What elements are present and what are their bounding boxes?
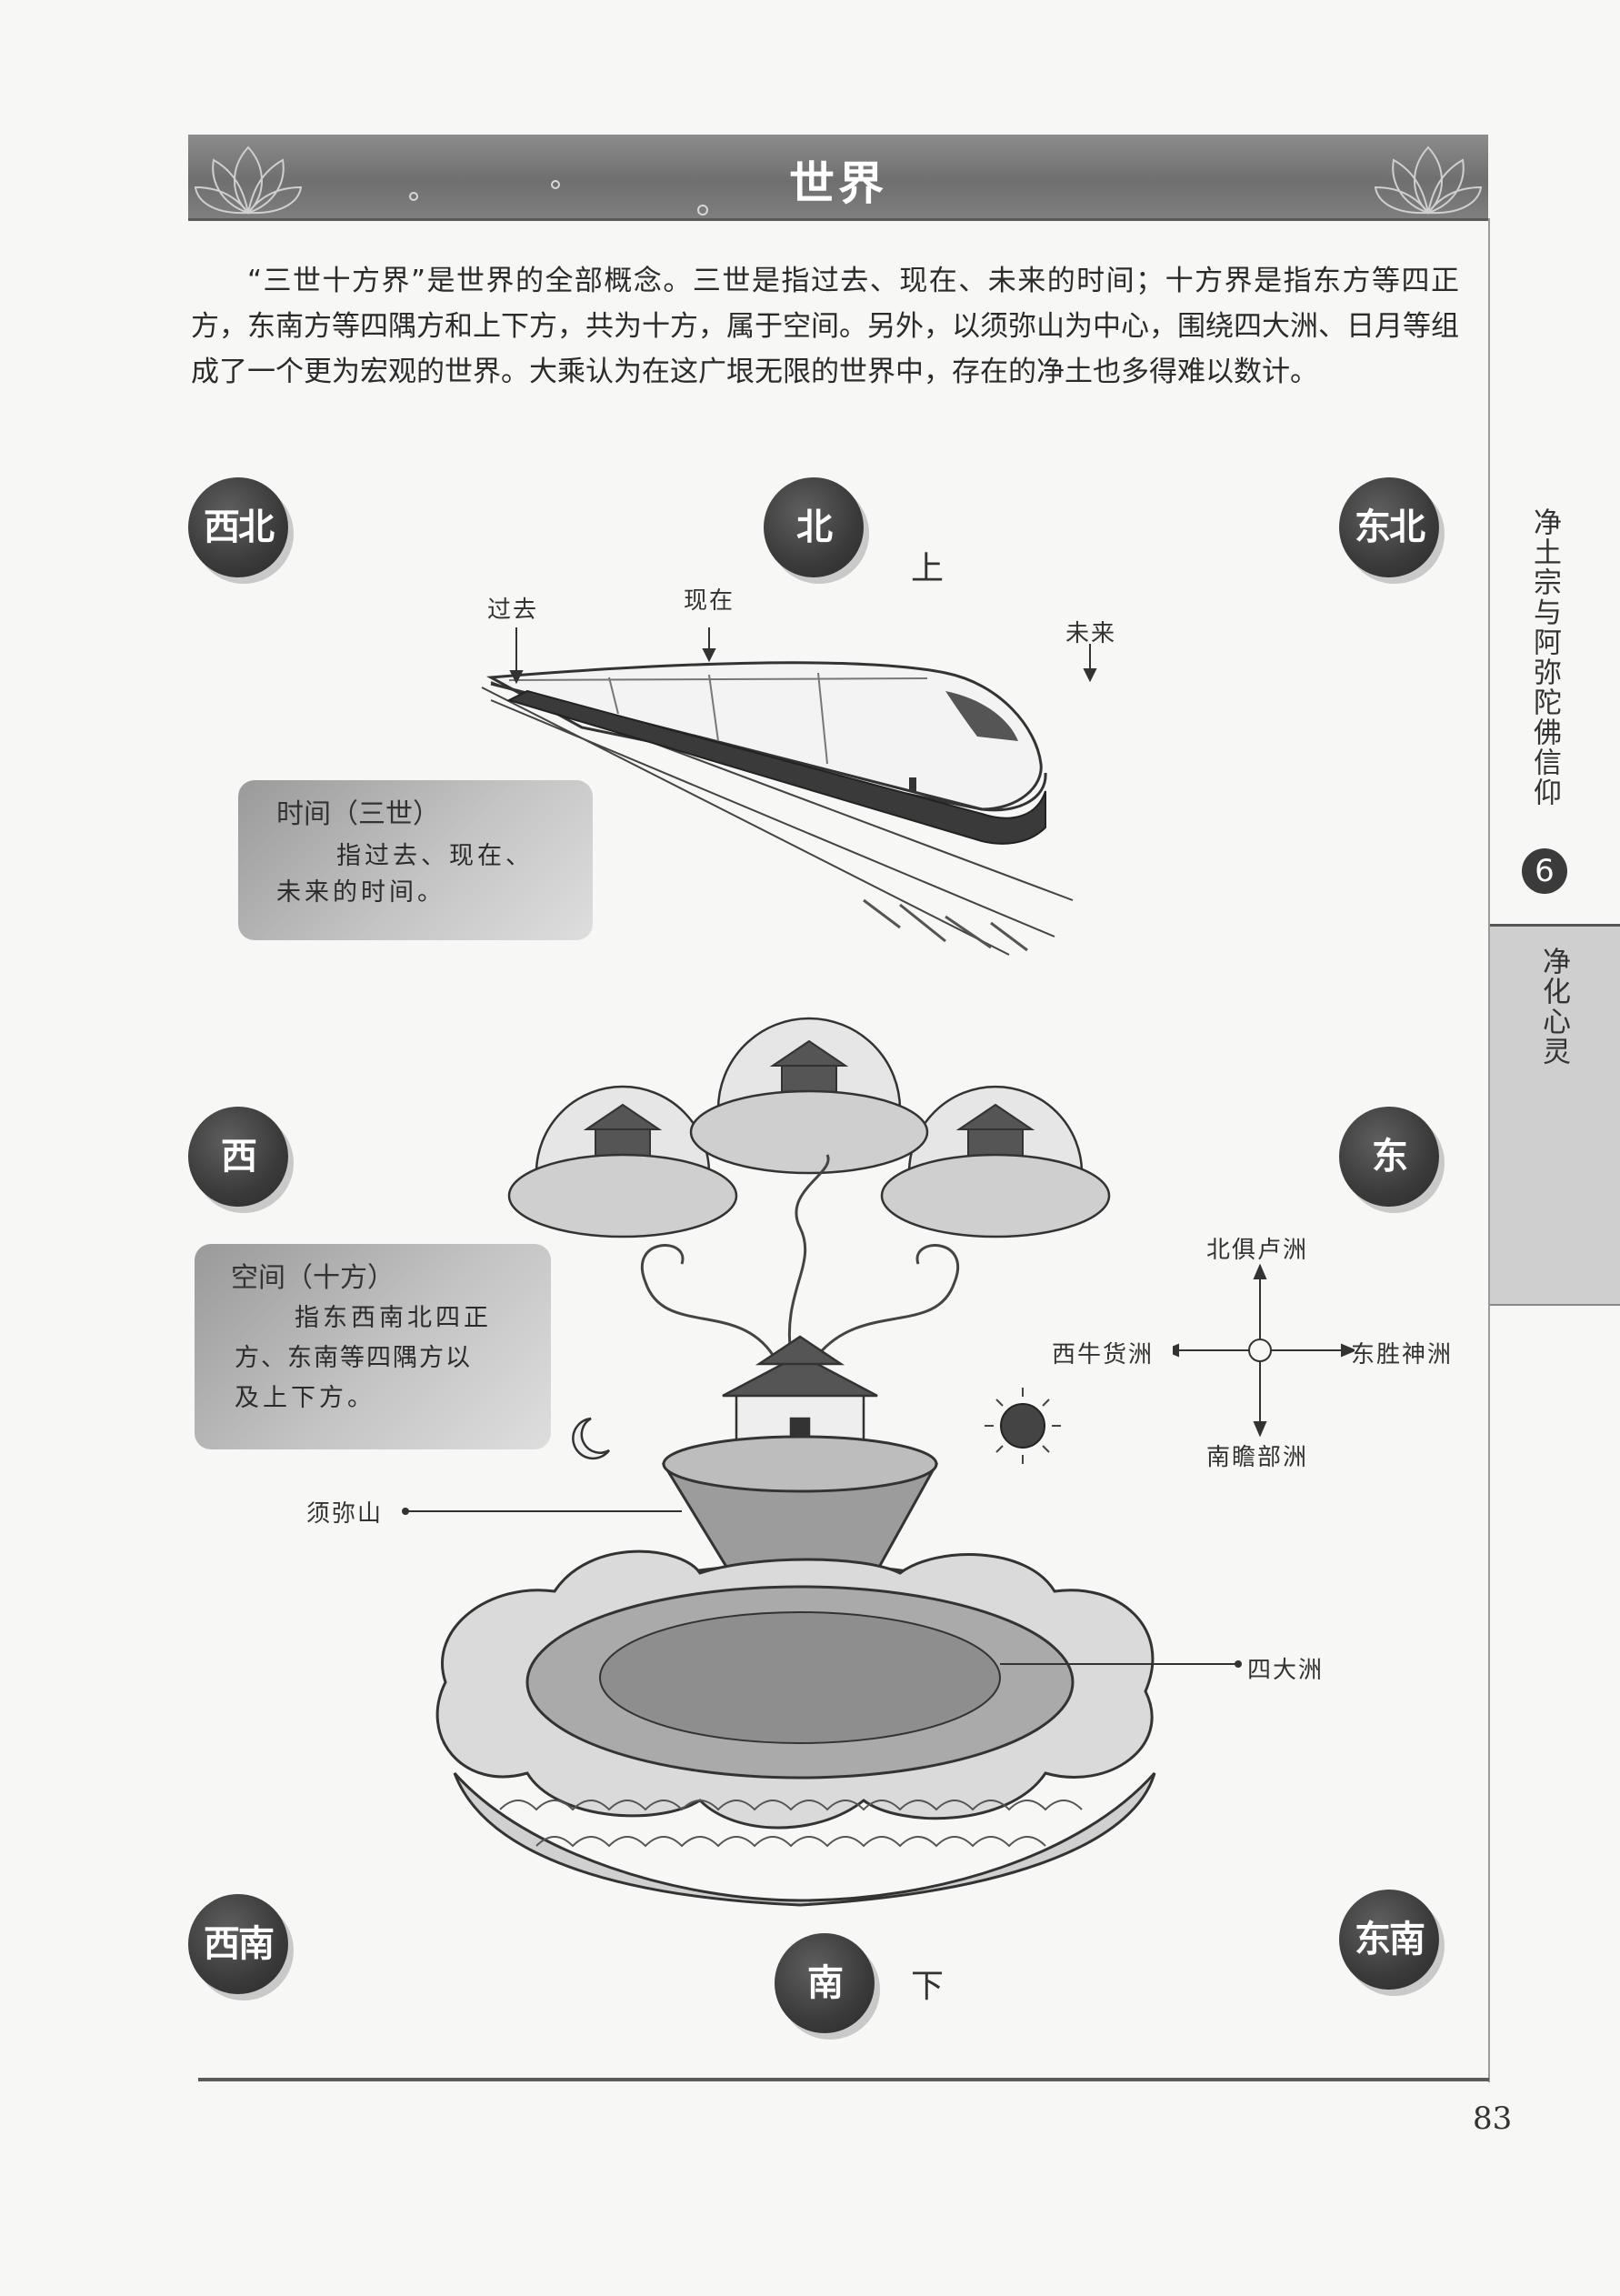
continents-compass — [1173, 1264, 1355, 1437]
page-frame-line — [1488, 218, 1490, 2082]
footer-rule — [198, 2078, 1489, 2081]
lotus-ornament-icon — [1374, 145, 1483, 215]
space-info-box: 空间（十方） 指东西南北四正 方、东南等四隅方以 及上下方。 — [195, 1244, 551, 1449]
direction-badge-south: 南 — [775, 1933, 875, 2033]
sumeru-leader-line — [402, 1508, 682, 1515]
intro-paragraph: “三世十方界”是世界的全部概念。三世是指过去、现在、未来的时间；十方界是指东方等… — [191, 265, 1459, 388]
compass-east-continent: 东胜神洲 — [1351, 1341, 1454, 1369]
side-tab-chapter-title: 净化心灵 — [1537, 947, 1570, 1067]
direction-badge-northwest: 西北 — [188, 477, 288, 577]
direction-badge-north: 北 — [764, 477, 864, 577]
lotus-ornament-icon — [194, 145, 303, 215]
side-tab-book-title: 净土宗与阿弥陀佛信仰 — [1528, 507, 1561, 807]
four-continents-leader-line — [1000, 1660, 1242, 1668]
time-future-label: 未来 — [1065, 620, 1117, 647]
space-info-line3: 及上下方。 — [235, 1384, 375, 1412]
time-info-box: 时间（三世） 指过去、现在、 未来的时间。 — [238, 780, 593, 940]
time-info-line1: 指过去、现在、 — [336, 842, 534, 870]
page-number: 83 — [1473, 2100, 1513, 2137]
direction-badge-west: 西 — [188, 1107, 288, 1207]
train-illustration — [481, 661, 1074, 956]
page-title: 世界 — [789, 157, 887, 210]
compass-west-continent: 西牛货洲 — [1052, 1341, 1155, 1369]
direction-badge-east: 东 — [1339, 1107, 1439, 1207]
space-info-line2: 方、东南等四隅方以 — [235, 1344, 472, 1372]
time-past-label: 过去 — [487, 597, 539, 624]
direction-down-label: 下 — [911, 1968, 945, 2005]
section-title-band: 世界 — [188, 135, 1488, 221]
chapter-number-badge: 6 — [1522, 848, 1567, 894]
direction-badge-southwest: 西南 — [188, 1894, 288, 1994]
side-tab-book[interactable]: 净土宗与阿弥陀佛信仰 — [1490, 491, 1620, 927]
compass-north-continent: 北俱卢洲 — [1206, 1237, 1309, 1264]
space-info-title: 空间（十方） — [231, 1262, 395, 1294]
time-info-line2: 未来的时间。 — [276, 878, 445, 907]
time-info-title: 时间（三世） — [276, 798, 440, 830]
compass-south-continent: 南瞻部洲 — [1206, 1444, 1309, 1471]
side-tab-chapter[interactable]: 净化心灵 — [1490, 927, 1620, 1306]
bubble-decoration — [409, 180, 708, 216]
four-continents-label: 四大洲 — [1247, 1657, 1325, 1684]
direction-badge-northeast: 东北 — [1339, 477, 1439, 577]
space-info-line1: 指东西南北四正 — [295, 1304, 492, 1332]
direction-up-label: 上 — [911, 550, 945, 587]
sumeru-label: 须弥山 — [306, 1500, 384, 1528]
time-present-label: 现在 — [684, 587, 735, 615]
direction-badge-southeast: 东南 — [1339, 1890, 1439, 1990]
time-arrows — [509, 627, 1097, 685]
mount-sumeru-illustration — [435, 1017, 1156, 1907]
